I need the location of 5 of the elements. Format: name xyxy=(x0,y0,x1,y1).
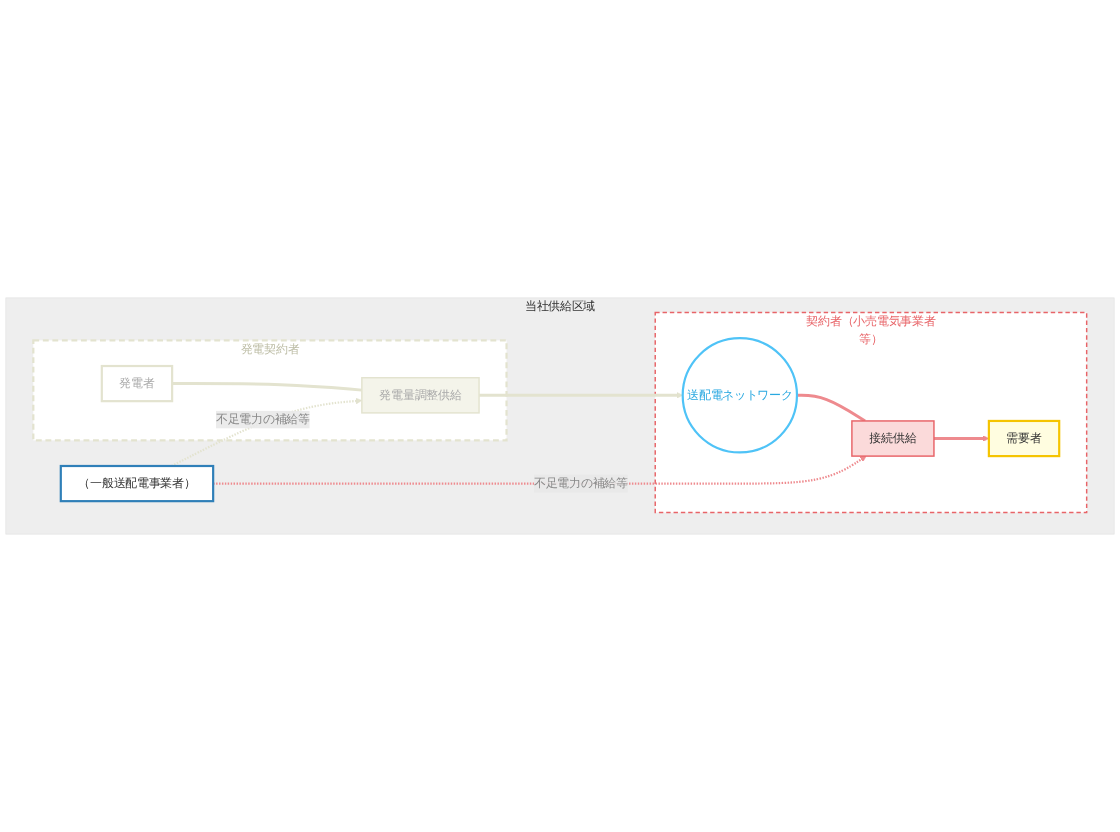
arrow xyxy=(171,397,363,467)
connector xyxy=(796,393,866,423)
arrow xyxy=(479,392,683,399)
arrow xyxy=(933,435,990,442)
connector xyxy=(172,382,362,392)
